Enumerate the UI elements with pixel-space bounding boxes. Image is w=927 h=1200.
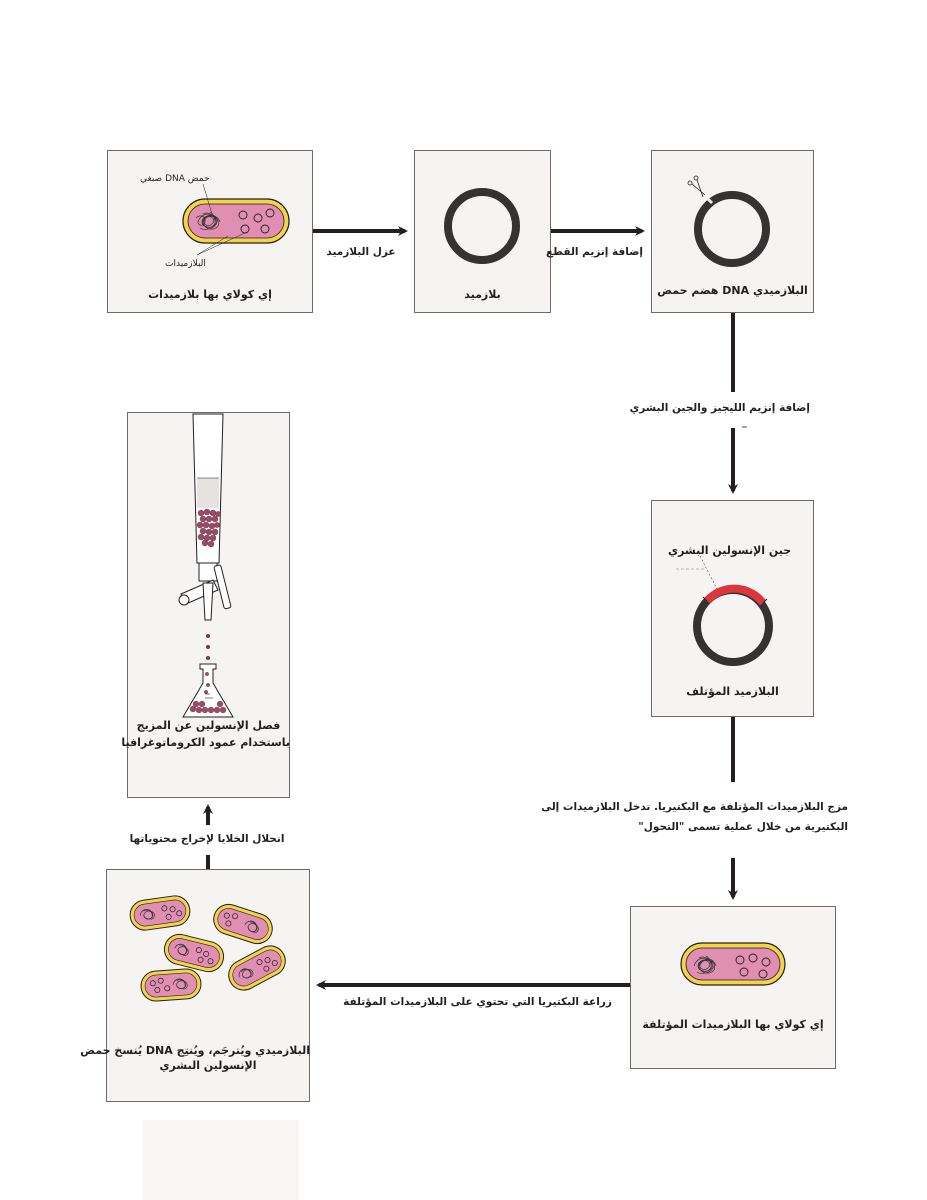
step-lyse-cells: انحلال الخلايا لإخراج محتوياتها xyxy=(129,833,285,845)
chromosomal-dna xyxy=(195,211,221,230)
ecoli-cell xyxy=(182,183,290,256)
label-insulin-gene: جين الإنسولين البشري xyxy=(668,544,792,557)
cut-plasmid xyxy=(687,175,770,267)
faint-strip xyxy=(143,1120,299,1200)
caption-ecoli-plasmids: إي كولاي بها بلازميدات xyxy=(148,288,272,301)
bacteria-culture xyxy=(129,895,286,1002)
plasmid-ring xyxy=(444,188,520,264)
step-isolate-plasmid: عزل البلازميد xyxy=(326,246,396,258)
caption-chromatography-line2: باستخدام عمود الكروماتوغرافيا xyxy=(121,736,290,749)
caption-culture-line2: الإنسولين البشري xyxy=(159,1059,257,1072)
flow-arrows xyxy=(203,226,738,990)
caption-culture-line1: البلازميدي ويُترجَم، ويُنتِج DNA يُنسخ ح… xyxy=(80,1044,310,1057)
step-mix-line2: البكتيرية من خلال عملية تسمى "التحول" xyxy=(638,821,848,833)
step-cultivate: زراعة البكتيريا التي تحتوي على البلازميد… xyxy=(343,996,612,1008)
caption-recombinant-plasmid: البلازميد المؤتلف xyxy=(686,685,779,698)
caption-digest: البلازميدي DNA هضم حمض xyxy=(657,284,808,297)
step-add-cut-enzyme: إضافة إنزيم القطع xyxy=(546,246,643,258)
insulin-gene-insert xyxy=(703,584,767,606)
caption-chromatography-line1: فصل الإنسولين عن المزيج xyxy=(136,719,281,732)
caption-ecoli-recombinant: إي كولاي بها البلازميدات المؤتلفة xyxy=(642,1018,824,1031)
step-mix-line1: مزج البلازميدات المؤتلفة مع البكتيريا. ت… xyxy=(541,801,848,813)
ecoli-recombinant-cell xyxy=(680,942,786,986)
drops xyxy=(206,634,210,660)
recombinant-plasmid-box xyxy=(651,500,814,717)
digest-box xyxy=(651,150,814,313)
recombinant-plasmid xyxy=(676,555,773,666)
label-plasmids: البلازميدات xyxy=(165,259,206,269)
leader-lines xyxy=(196,183,248,256)
ecoli-recombinant-box xyxy=(630,906,836,1069)
scissors-icon xyxy=(687,175,706,198)
label-chromosomal-dna: حمض DNA صبغي xyxy=(140,174,210,184)
step-add-ligase: إضافة إنزيم الليجيز والجين البشري xyxy=(629,402,810,414)
caption-plasmid: بلازميد xyxy=(464,288,501,301)
plasmid-box xyxy=(414,150,551,313)
resin-beads xyxy=(196,508,221,548)
chromatography-apparatus xyxy=(178,413,234,718)
